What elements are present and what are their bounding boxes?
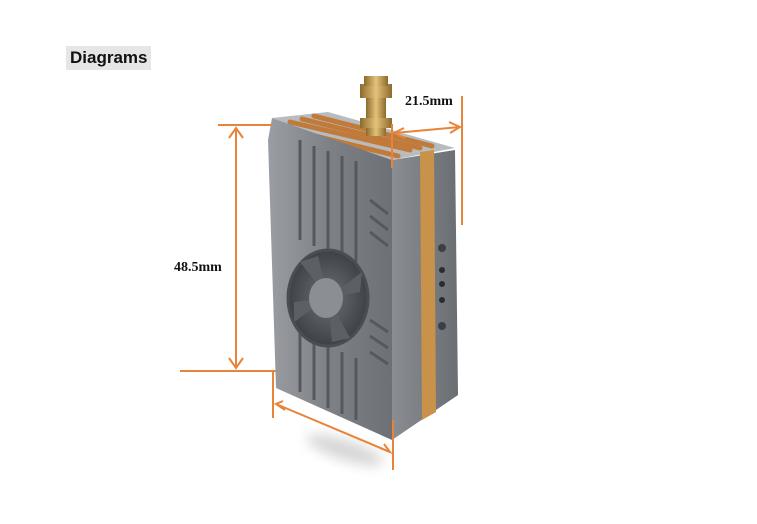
height-dimension <box>180 124 276 372</box>
section-heading: Diagrams <box>66 46 152 70</box>
transmitter-device <box>268 76 458 440</box>
height-dimension-label: 48.5mm <box>174 260 222 275</box>
depth-dimension-label: 21.5mm <box>405 94 453 109</box>
fan-hub <box>309 278 343 318</box>
sma-antenna-connector <box>360 76 392 136</box>
side-buttons <box>438 244 446 330</box>
width-dimension <box>272 370 394 470</box>
depth-dimension <box>391 96 463 225</box>
heatsink-fins <box>298 140 389 420</box>
floor-shadow <box>306 434 384 466</box>
copper-band <box>420 150 436 420</box>
